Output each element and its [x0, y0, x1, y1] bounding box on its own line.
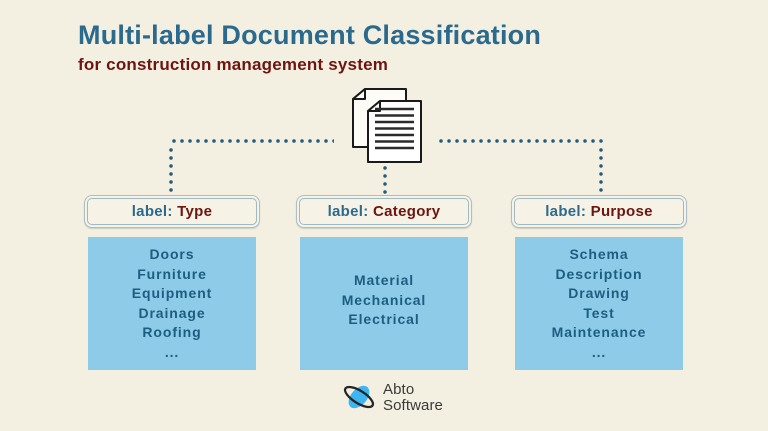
label-value: Type — [177, 203, 213, 220]
label-key: label: — [545, 203, 591, 220]
list-item: Description — [555, 265, 643, 282]
label-box-type: label: Type — [84, 195, 260, 228]
logo-line1: Abto — [383, 381, 415, 398]
list-item: ... — [591, 343, 607, 360]
list-item: Electrical — [348, 311, 420, 327]
list-item: Mechanical — [341, 291, 427, 308]
list-item: Test — [583, 304, 615, 321]
label-value: Category — [373, 203, 441, 220]
footer-logo: Abto Software — [341, 381, 443, 414]
label-box-purpose: label: Purpose — [511, 195, 687, 228]
connector-dotted-right-horizontal — [437, 139, 603, 143]
label-text: label: Purpose — [514, 198, 684, 225]
label-key: label: — [131, 203, 178, 220]
document-stack-icon — [352, 88, 422, 163]
label-box-category: label: Category — [296, 195, 472, 228]
list-item: Doors — [149, 246, 195, 262]
page-title: Multi-label Document Classification — [78, 20, 542, 50]
page-subtitle: for construction management system — [78, 55, 389, 74]
label-text: label: Type — [87, 198, 257, 225]
list-item: Equipment — [131, 285, 213, 301]
list-item: ... — [164, 343, 180, 360]
list-item: Schema — [569, 246, 629, 262]
label-value: Purpose — [590, 203, 653, 220]
abto-orbit-icon — [343, 385, 375, 409]
list-item: Furniture — [137, 265, 207, 282]
label-key: label: — [327, 203, 374, 220]
list-item: Maintenance — [551, 324, 647, 340]
list-item: Drainage — [138, 304, 206, 321]
connector-dotted-left-vertical — [169, 146, 173, 193]
list-item: Roofing — [142, 324, 202, 340]
connector-dotted-right-vertical — [599, 146, 603, 193]
connector-dotted-center-vertical — [383, 164, 387, 194]
list-item: Drawing — [568, 285, 630, 301]
label-text: label: Category — [299, 198, 469, 225]
logo-line2: Software — [383, 396, 443, 414]
connector-dotted-left-horizontal — [170, 139, 334, 143]
logo-text: Abto Software — [383, 382, 443, 413]
list-item: Material — [353, 272, 415, 288]
